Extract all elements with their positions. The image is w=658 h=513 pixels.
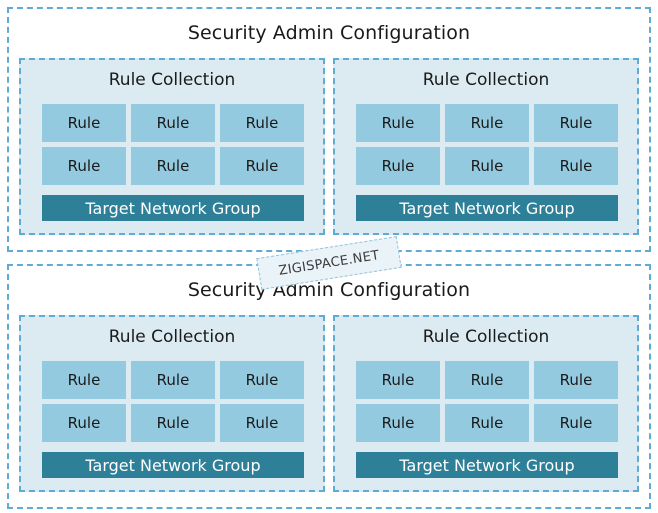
- rule-collection-title: Rule Collection: [422, 327, 550, 347]
- panel-title: Security Admin Configuration: [187, 279, 471, 301]
- rule-row: Rule Rule Rule: [42, 147, 304, 185]
- rule-row: Rule Rule Rule: [42, 404, 304, 442]
- security-admin-configuration-panel-top: Security Admin Configuration Rule Collec…: [7, 7, 651, 252]
- rule-box: Rule: [534, 404, 618, 442]
- rule-grid: Rule Rule Rule Rule Rule Rule: [42, 361, 304, 442]
- rule-box: Rule: [42, 404, 126, 442]
- rule-box: Rule: [356, 404, 440, 442]
- rule-box: Rule: [220, 104, 304, 142]
- rule-collection-top-right: Rule Collection Rule Rule Rule Rule Rule…: [333, 58, 639, 235]
- rule-box: Rule: [220, 147, 304, 185]
- rule-box: Rule: [445, 104, 529, 142]
- rule-box: Rule: [445, 404, 529, 442]
- target-network-group-bar: Target Network Group: [356, 195, 618, 221]
- target-network-group-bar: Target Network Group: [42, 195, 304, 221]
- rule-box: Rule: [445, 147, 529, 185]
- rule-box: Rule: [534, 361, 618, 399]
- target-network-group-bar: Target Network Group: [42, 452, 304, 478]
- rule-grid: Rule Rule Rule Rule Rule Rule: [356, 361, 618, 442]
- rule-box: Rule: [131, 104, 215, 142]
- rule-box: Rule: [131, 404, 215, 442]
- rule-collection-top-left: Rule Collection Rule Rule Rule Rule Rule…: [19, 58, 325, 235]
- rule-collection-title: Rule Collection: [422, 70, 550, 90]
- rule-collection-title: Rule Collection: [108, 70, 236, 90]
- rule-box: Rule: [42, 361, 126, 399]
- rule-grid: Rule Rule Rule Rule Rule Rule: [42, 104, 304, 185]
- panel-title: Security Admin Configuration: [187, 22, 471, 44]
- rule-row: Rule Rule Rule: [356, 404, 618, 442]
- rule-grid: Rule Rule Rule Rule Rule Rule: [356, 104, 618, 185]
- rule-collection-bottom-right: Rule Collection Rule Rule Rule Rule Rule…: [333, 315, 639, 492]
- rule-box: Rule: [534, 104, 618, 142]
- rule-row: Rule Rule Rule: [356, 147, 618, 185]
- rule-box: Rule: [42, 147, 126, 185]
- rule-row: Rule Rule Rule: [42, 104, 304, 142]
- rule-box: Rule: [445, 361, 529, 399]
- security-admin-configuration-panel-bottom: Security Admin Configuration Rule Collec…: [7, 264, 651, 509]
- rule-box: Rule: [356, 147, 440, 185]
- rule-row: Rule Rule Rule: [356, 361, 618, 399]
- rule-row: Rule Rule Rule: [356, 104, 618, 142]
- rule-collection-title: Rule Collection: [108, 327, 236, 347]
- rule-box: Rule: [534, 147, 618, 185]
- rule-box: Rule: [220, 361, 304, 399]
- rule-row: Rule Rule Rule: [42, 361, 304, 399]
- rule-box: Rule: [356, 361, 440, 399]
- rule-box: Rule: [42, 104, 126, 142]
- rule-box: Rule: [131, 147, 215, 185]
- rule-collection-bottom-left: Rule Collection Rule Rule Rule Rule Rule…: [19, 315, 325, 492]
- rule-box: Rule: [131, 361, 215, 399]
- target-network-group-bar: Target Network Group: [356, 452, 618, 478]
- rule-box: Rule: [220, 404, 304, 442]
- rule-box: Rule: [356, 104, 440, 142]
